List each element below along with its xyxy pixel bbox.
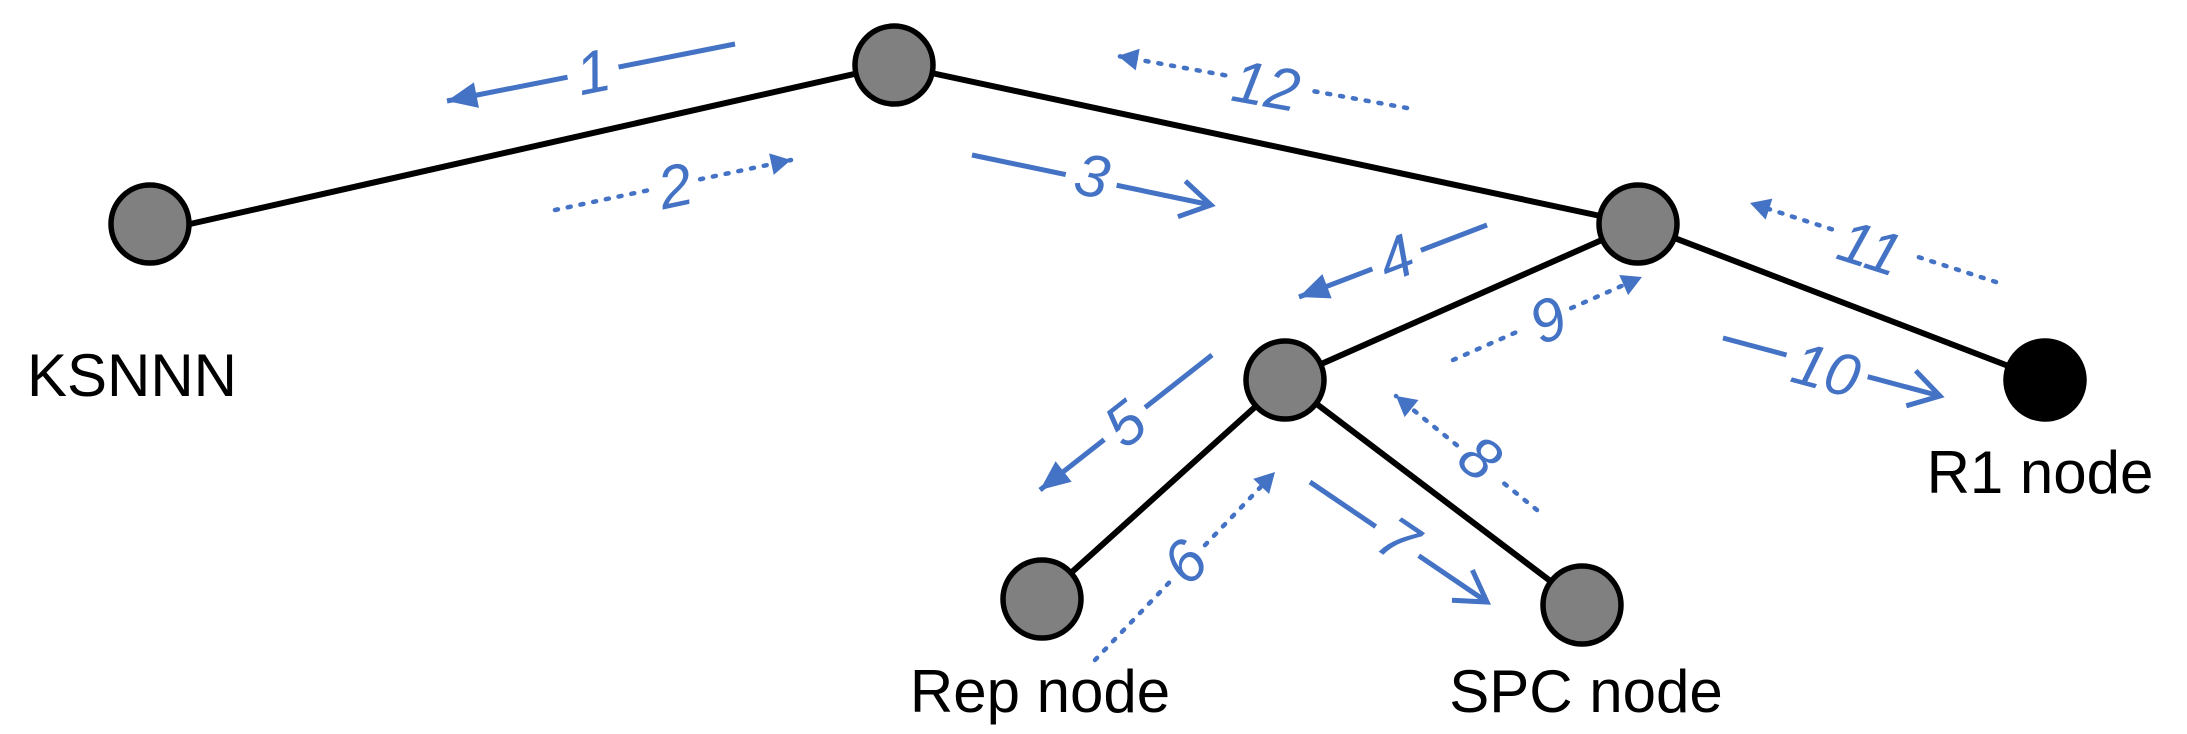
step-arrow-7-line-a xyxy=(1308,479,1378,529)
step-label-12: 12 xyxy=(1227,47,1305,125)
step-label-10: 10 xyxy=(1785,329,1867,411)
step-arrow-3: 3 xyxy=(971,140,1216,220)
step-arrow-10-line-b xyxy=(1867,374,1941,399)
node-label-r1: R1 node xyxy=(1927,439,2154,506)
step-arrow-10-head xyxy=(1905,368,1945,409)
step-label-9: 9 xyxy=(1519,283,1576,358)
step-arrow-3-head xyxy=(1177,179,1216,220)
node-rep xyxy=(1000,557,1084,641)
step-arrow-7-head xyxy=(1451,569,1491,605)
node-mid xyxy=(1596,182,1680,266)
step-arrow-11-head xyxy=(1750,198,1773,220)
step-label-5: 5 xyxy=(1091,387,1159,461)
step-arrow-12-head xyxy=(1118,48,1140,71)
edge-root-mid xyxy=(893,62,1639,227)
step-arrow-12-line-a xyxy=(1305,87,1410,111)
edge-mid-r1 xyxy=(1636,221,2047,383)
node-ksnnn xyxy=(108,182,192,266)
step-label-7: 7 xyxy=(1365,503,1432,579)
step-arrow-6-line-a xyxy=(1092,580,1172,663)
step-arrow-11-line-b xyxy=(1747,200,1835,232)
step-arrow-5-line-a xyxy=(1143,353,1214,410)
step-arrow-6-head xyxy=(1253,472,1275,495)
step-arrow-1: 1 xyxy=(446,36,736,108)
step-arrow-3-line-b xyxy=(1116,182,1212,208)
node-label-spc: SPC node xyxy=(1449,658,1723,725)
node-lower xyxy=(1243,338,1327,422)
step-label-11: 11 xyxy=(1830,207,1910,290)
node-r1 xyxy=(2003,338,2087,422)
step-label-1: 1 xyxy=(570,36,616,108)
step-arrow-11: 11 xyxy=(1747,198,1999,290)
step-label-3: 3 xyxy=(1069,140,1115,212)
step-arrow-10: 10 xyxy=(1722,329,1945,411)
step-arrow-1-line-a xyxy=(618,41,736,70)
step-arrow-8-head xyxy=(1396,396,1419,418)
step-arrow-9: 9 xyxy=(1450,274,1645,363)
step-arrow-4: 4 xyxy=(1298,221,1488,300)
edge-lower-spc xyxy=(1283,377,1584,608)
step-arrow-7-line-b xyxy=(1417,553,1489,605)
node-spc xyxy=(1540,563,1624,647)
step-arrow-10-line-a xyxy=(1722,335,1788,358)
step-arrow-7: 7 xyxy=(1308,479,1491,605)
node-label-rep: Rep node xyxy=(910,658,1170,725)
step-arrow-12: 12 xyxy=(1115,47,1410,125)
step-arrow-3-line-a xyxy=(971,152,1067,178)
node-root xyxy=(852,23,936,107)
step-arrow-2-head xyxy=(769,153,791,175)
step-arrow-2-line-a xyxy=(552,187,652,213)
step-label-6: 6 xyxy=(1149,526,1221,597)
nodes xyxy=(108,23,2087,647)
step-arrow-4-line-a xyxy=(1420,222,1488,253)
step-arrow-8: 8 xyxy=(1393,393,1540,513)
node-label-ksnnn: KSNNN xyxy=(27,342,237,409)
step-arrow-1-head xyxy=(447,82,479,108)
edge-root-ksnnn xyxy=(189,62,895,227)
node-labels: KSNNN Rep node SPC node R1 node xyxy=(27,342,2153,725)
step-arrow-2: 2 xyxy=(552,150,794,223)
edges xyxy=(189,62,2047,608)
step-arrow-9-head xyxy=(1619,274,1642,296)
edge-mid-lower xyxy=(1283,221,1640,383)
step-arrow-8-line-a xyxy=(1495,475,1540,513)
step-label-2: 2 xyxy=(651,150,699,223)
step-arrow-6-line-b xyxy=(1202,469,1278,548)
step-arrow-6: 6 xyxy=(1092,469,1278,663)
step-arrow-11-line-a xyxy=(1909,252,1999,285)
step-arrow-5-head xyxy=(1040,461,1072,490)
step-arrow-4-head xyxy=(1299,274,1332,299)
step-arrow-9-line-a xyxy=(1450,326,1526,363)
step-label-4: 4 xyxy=(1368,221,1423,296)
edge-lower-rep xyxy=(1039,377,1288,602)
